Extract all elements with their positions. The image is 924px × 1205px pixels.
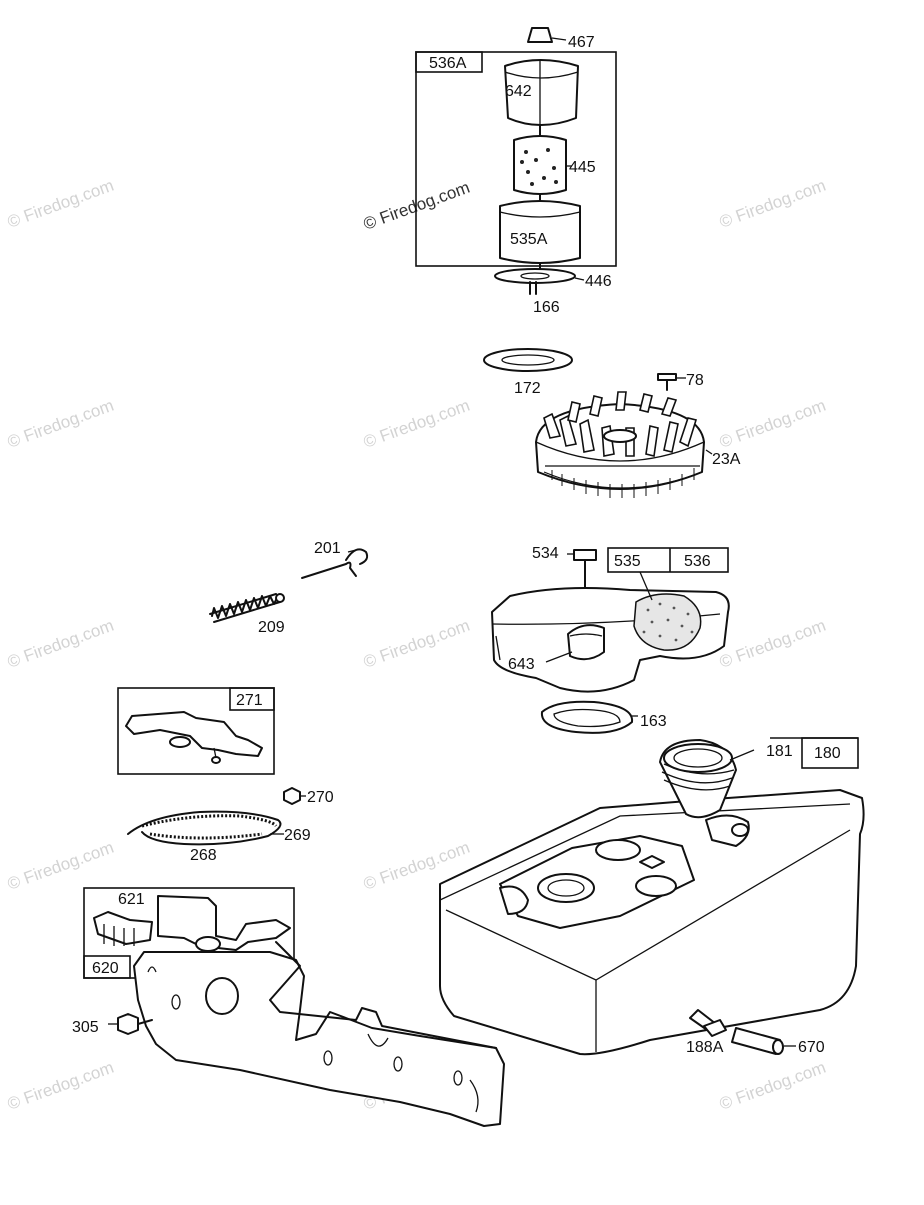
fuel-fitting-188A	[689, 1009, 727, 1037]
part-label-271: 271	[236, 692, 263, 709]
filter-element-445	[513, 135, 567, 195]
part-label-535: 535	[614, 553, 641, 570]
pin-166	[529, 281, 537, 295]
watermark: © Firedog.com	[717, 396, 828, 452]
part-label-446: 446	[585, 273, 612, 290]
kit-box-536A	[415, 51, 617, 267]
wing-nut-467	[527, 27, 553, 43]
spring-268	[127, 810, 284, 846]
part-label-467: 467	[568, 34, 595, 51]
part-label-268: 268	[190, 847, 217, 864]
governor-link-201	[301, 548, 369, 579]
part-label-670: 670	[798, 1039, 825, 1056]
screw-534	[573, 549, 597, 561]
part-label-305: 305	[72, 1019, 99, 1036]
watermark: © Firedog.com	[361, 396, 472, 452]
filter-body-535A	[499, 200, 581, 264]
part-label-201: 201	[314, 540, 341, 557]
part-label-445: 445	[569, 159, 596, 176]
gasket-163	[540, 700, 638, 734]
part-label-642: 642	[505, 83, 532, 100]
part-label-620: 620	[92, 960, 119, 977]
fuel-line-670	[731, 1027, 796, 1055]
screw-78	[657, 373, 686, 391]
nut-270	[283, 787, 306, 805]
watermark: © Firedog.com	[5, 1058, 116, 1114]
part-label-621: 621	[118, 891, 145, 908]
washer-446	[494, 268, 576, 284]
part-label-23A: 23A	[712, 451, 741, 468]
part-label-536: 536	[684, 553, 711, 570]
watermark: © Firedog.com	[717, 616, 828, 672]
part-label-78: 78	[686, 372, 704, 389]
part-label-209: 209	[258, 619, 285, 636]
part-label-643: 643	[508, 656, 535, 673]
part-label-536A: 536A	[429, 55, 467, 72]
part-label-269: 269	[284, 827, 311, 844]
air-cleaner-base-assembly	[491, 547, 730, 693]
watermark: © Firedog.com	[5, 616, 116, 672]
foam-filter-535	[633, 593, 702, 651]
watermark: © Firedog.com	[5, 838, 116, 894]
choke-lever-621	[93, 911, 153, 945]
watermark: © Firedog.com	[361, 616, 472, 672]
part-label-534: 534	[532, 545, 559, 562]
fuel-tank-180	[439, 737, 865, 1056]
spring-209	[209, 593, 285, 623]
watermark: © Firedog.com	[5, 396, 116, 452]
part-label-188A: 188A	[686, 1039, 724, 1056]
part-label-181: 181	[766, 743, 793, 760]
bracket-643	[567, 624, 605, 661]
flywheel-23A	[535, 391, 713, 498]
kit-label-box	[415, 51, 483, 73]
watermark: © Firedog.com	[5, 176, 116, 232]
part-label-163: 163	[640, 713, 667, 730]
part-label-172: 172	[514, 380, 541, 397]
watermark: © Firedog.com	[717, 1058, 828, 1114]
part-label-166: 166	[533, 299, 560, 316]
kit-label-box-535	[607, 547, 729, 573]
air-filter-assembly	[415, 27, 617, 295]
part-label-535A: 535A	[510, 231, 548, 248]
control-plate-assembly-620	[83, 887, 505, 1127]
part-labels: 467 536A 642 445 535A 446 166 172 78 23A…	[72, 34, 841, 1056]
part-label-270: 270	[307, 789, 334, 806]
watermark: © Firedog.com	[717, 176, 828, 232]
screw-305	[108, 1013, 153, 1035]
governor-lever-assembly-271	[117, 687, 275, 775]
gasket-172	[483, 348, 573, 372]
part-label-180: 180	[814, 745, 841, 762]
